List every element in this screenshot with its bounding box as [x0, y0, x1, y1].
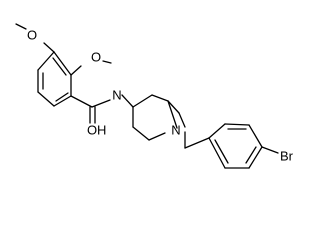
atom-n-amide: N	[112, 88, 121, 103]
molecule-drawing: O O N O H N Br	[15, 23, 294, 169]
bond-ring-br	[261, 146, 279, 154]
bond-ring-a-inner-3	[52, 57, 67, 76]
bond-bicycle-1	[132, 94, 153, 108]
atom-h-amide: H	[97, 123, 106, 138]
bond-o2-ring	[70, 65, 82, 76]
bond-ring-carbonyl	[70, 95, 93, 108]
bond-bromophenyl-2	[224, 123, 250, 126]
bond-methyl-o3	[15, 23, 27, 30]
bond-ch2-ring	[184, 137, 210, 149]
bond-n-bicycle	[121, 94, 134, 108]
bond-carbonyl-n	[91, 99, 111, 108]
bond-bicycle-6	[132, 126, 150, 141]
bond-bromophenyl-inner-2	[245, 146, 257, 164]
bond-bicycle-8	[178, 112, 186, 128]
bond-bicycle-7	[148, 132, 166, 141]
bond-bromophenyl-1	[208, 123, 226, 139]
bond-methyl-o2	[102, 60, 112, 64]
bond-ring-a-6	[53, 51, 72, 76]
atom-label-layer: O O N O H N Br	[27, 28, 294, 164]
bond-bicycle-3	[167, 100, 180, 114]
bond-bicycle-2	[151, 94, 169, 102]
structure-canvas: O O N O H N Br	[15, 23, 294, 169]
bond-bromophenyl-3	[248, 124, 263, 148]
bond-bicycle-4	[167, 100, 178, 129]
bond-bromophenyl-4	[248, 146, 263, 169]
bond-ring-a-inner-2	[55, 92, 69, 102]
bond-bromophenyl-inner-3	[214, 139, 229, 164]
atom-n-bridge: N	[171, 123, 180, 138]
bond-ring-a-1	[37, 51, 55, 71]
bond-bromophenyl-6	[208, 137, 226, 169]
bond-layer	[15, 23, 279, 169]
bond-ring-a-3	[37, 91, 55, 107]
atom-br: Br	[280, 149, 294, 164]
atom-o-carbonyl: O	[87, 123, 97, 138]
atom-o-methoxy-3: O	[27, 28, 37, 43]
atom-o-methoxy-2: O	[91, 50, 101, 65]
bond-ring-a-4	[53, 95, 72, 107]
bond-o3-ring	[43, 42, 55, 53]
